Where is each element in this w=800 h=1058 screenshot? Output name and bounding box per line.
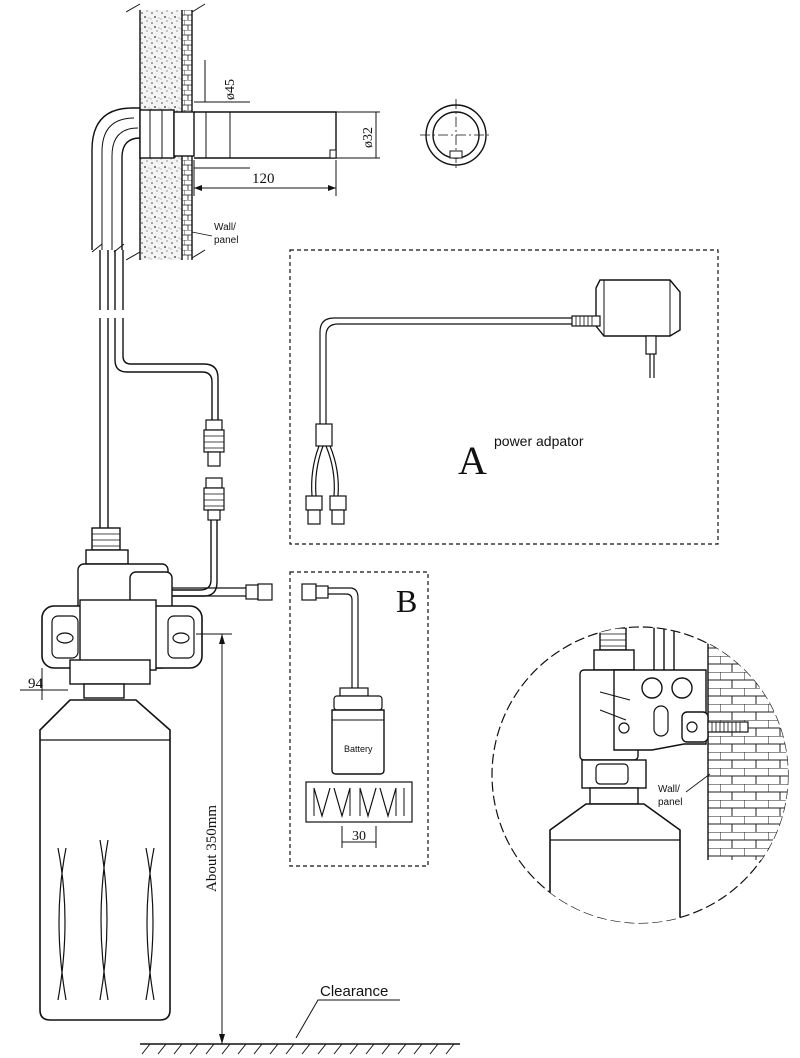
spout-assembly: ø45 ø32 120 bbox=[91, 60, 380, 250]
height-dimension: About 350mm bbox=[196, 633, 232, 1044]
wall-panel-label-detail-2: panel bbox=[658, 797, 682, 808]
tubes-and-cable bbox=[91, 243, 273, 601]
height-label: About 350mm bbox=[204, 805, 220, 892]
option-a-power-adaptor: A power adpator bbox=[289, 249, 719, 545]
battery-label: Battery bbox=[344, 744, 373, 754]
option-a-caption: power adpator bbox=[494, 433, 584, 449]
spout-length-label: 120 bbox=[252, 171, 275, 187]
option-b-battery: Battery 30 B bbox=[289, 571, 429, 867]
pump-unit: 94 bbox=[20, 527, 203, 700]
clearance-label: Clearance bbox=[320, 983, 388, 1000]
clearance-floor: Clearance bbox=[140, 983, 460, 1055]
mounting-detail: Wall/ panel bbox=[491, 626, 789, 924]
option-b-letter: B bbox=[396, 583, 417, 619]
spout-end-view bbox=[420, 99, 492, 171]
bracket-width-label: 94 bbox=[28, 676, 44, 692]
wall-panel-label-detail: Wall/ bbox=[658, 784, 680, 795]
outlet-diameter-label: ø45 bbox=[223, 79, 238, 100]
svg-text:Wall/: Wall/ bbox=[214, 222, 236, 233]
option-a-letter: A bbox=[458, 438, 487, 483]
soap-bottle bbox=[39, 699, 171, 1021]
svg-text:panel: panel bbox=[214, 235, 238, 246]
spout-diameter-label: ø32 bbox=[361, 127, 376, 148]
battery-spacing-label: 30 bbox=[352, 829, 366, 844]
wall-panel-label-top: Wall/ panel bbox=[191, 222, 238, 246]
